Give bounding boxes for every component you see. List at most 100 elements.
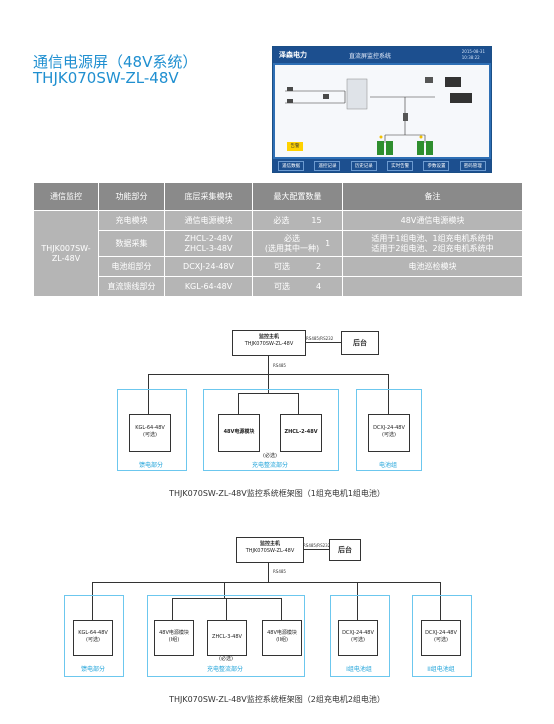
screenshot-button: 历史记录 [350, 160, 377, 171]
group-box [147, 595, 305, 677]
screenshot-button: 密码管理 [459, 160, 486, 171]
module-name: 48V电源模块 [159, 630, 189, 636]
config-text: 必选 [273, 215, 290, 225]
system-name-cell: THJK007SW-ZL-48V [33, 210, 99, 297]
note-text: 适用于1组电池、1组充电机系统中 [371, 233, 494, 243]
qty-text: 4 [315, 281, 322, 291]
host-title: 监控主机 [259, 541, 280, 547]
host-model: THJK070SW-ZL-48V [244, 341, 294, 347]
module-box: KGL-64-48V (可选) [73, 620, 113, 656]
module-box: ZHCL-3-48V [207, 620, 247, 656]
module-name: DCXJ-24-48V [425, 630, 457, 636]
bus-label: RS485 [273, 363, 286, 368]
branch-line [172, 598, 282, 599]
config-text: 必选 [283, 233, 300, 243]
screenshot-button: 实时告警 [387, 160, 414, 171]
branch-line [148, 374, 149, 414]
table-cell: 电池组部分 [98, 256, 165, 277]
group-label: 充电整流部分 [206, 666, 243, 673]
branch-line [440, 582, 441, 620]
module-box: KGL-64-48V (可选) [129, 414, 171, 452]
branch-line [226, 598, 227, 620]
bus-line [268, 562, 269, 582]
config-text: (选用其中一种) [264, 243, 320, 253]
column-header: 底层采集模块 [164, 182, 253, 211]
screenshot-button: 参数设置 [423, 160, 450, 171]
link-label: RS485/RS232 [303, 543, 331, 548]
module-box: DCXJ-24-48V (可选) [338, 620, 378, 656]
page-title: 通信电源屏（48V系统） [33, 53, 198, 71]
table-cell: 48V通信电源模块 [342, 210, 523, 231]
group-box [203, 389, 339, 471]
qty-text: 15 [311, 215, 322, 225]
spec-table: 通信监控 功能部分 底层采集模块 最大配置数量 备注 THJK007SW-ZL-… [33, 182, 523, 297]
branch-line [357, 582, 358, 620]
table-cell: 充电模块 [98, 210, 165, 231]
module-name: KGL-64-48V [135, 425, 165, 431]
branch-line [281, 598, 282, 620]
table-cell: 可选 4 [252, 276, 343, 297]
screenshot-button-bar: 遥信数据 遥控记录 历史记录 实时告警 参数设置 密码管理 [273, 159, 491, 172]
host-box: 监控主机 THJK070SW-ZL-48V [236, 537, 304, 563]
module-sub: (I组) [168, 637, 180, 643]
module-box: 48V电源模块 [218, 414, 260, 452]
group-label: 馈电部分 [80, 666, 105, 673]
group-label: 电池组 [378, 462, 397, 469]
required-note: (必选) [263, 453, 277, 459]
module-name: KGL-64-48V [78, 630, 108, 636]
group-label: II组电池组 [427, 666, 455, 673]
backend-label: 后台 [353, 339, 367, 347]
backend-label: 后台 [338, 546, 352, 554]
link-label: RS485/RS232 [306, 336, 334, 341]
module-sub: (可选) [86, 637, 100, 643]
module-name: ZHCL-3-48V [212, 634, 242, 640]
backend-box: 后台 [329, 539, 361, 561]
diagram-caption: THJK070SW-ZL-48V监控系统框架图（1组充电机1组电池） [169, 489, 385, 498]
table-cell: 直流馈线部分 [98, 276, 165, 297]
config-text: 可选 [273, 261, 290, 271]
module-text: ZHCL-2-48V [184, 233, 233, 243]
screenshot-time: 2015-08-31 10:38:22 [462, 49, 485, 61]
required-note: (必选) [219, 656, 233, 662]
table-cell: 电池巡检模块 [342, 256, 523, 277]
module-name: 48V电源模块 [267, 630, 297, 636]
backend-box: 后台 [341, 331, 379, 355]
module-box: DCXJ-24-48V (可选) [421, 620, 461, 656]
branch-line [92, 582, 93, 620]
screenshot-alarm-badge: 告警 [287, 142, 303, 151]
branch-line [388, 374, 389, 414]
module-sub: (II组) [276, 637, 288, 643]
branch-line [224, 582, 225, 598]
qty-text: 2 [315, 261, 322, 271]
table-cell [342, 276, 523, 297]
table-cell: 必选(选用其中一种)1 [252, 230, 343, 257]
group-box [330, 595, 390, 677]
monitor-screenshot: 泽森电力 直流屏监控系统 2015-08-31 10:38:22 [272, 46, 492, 173]
module-box: DCXJ-24-48V (可选) [368, 414, 410, 452]
screenshot-button: 遥信数据 [278, 160, 305, 171]
module-sub: (可选) [382, 432, 396, 438]
screenshot-wiring-graphic [285, 77, 472, 155]
table-cell: 必选 15 [252, 210, 343, 231]
product-model: THJK070SW-ZL-48V [33, 69, 179, 87]
screenshot-logo: 泽森电力 [279, 51, 307, 59]
link-line [303, 549, 329, 550]
module-sub: (可选) [351, 637, 365, 643]
column-header: 功能部分 [98, 182, 165, 211]
module-box: ZHCL-2-48V [280, 414, 322, 452]
screenshot-button: 遥控记录 [314, 160, 341, 171]
group-box [356, 389, 422, 471]
table-cell: 可选 2 [252, 256, 343, 277]
module-box: 48V电源模块 (II组) [262, 620, 302, 656]
table-cell: DCXJ-24-48V [164, 256, 253, 277]
table-row: 电池组部分 DCXJ-24-48V 可选 2 电池巡检模块 [34, 256, 523, 277]
host-box: 监控主机 THJK070SW-ZL-48V [232, 330, 306, 356]
table-cell: 数据采集 [98, 230, 165, 257]
screenshot-date: 2015-08-31 [461, 49, 485, 54]
config-text: 可选 [273, 281, 290, 291]
group-label: 充电整流部分 [251, 462, 288, 469]
